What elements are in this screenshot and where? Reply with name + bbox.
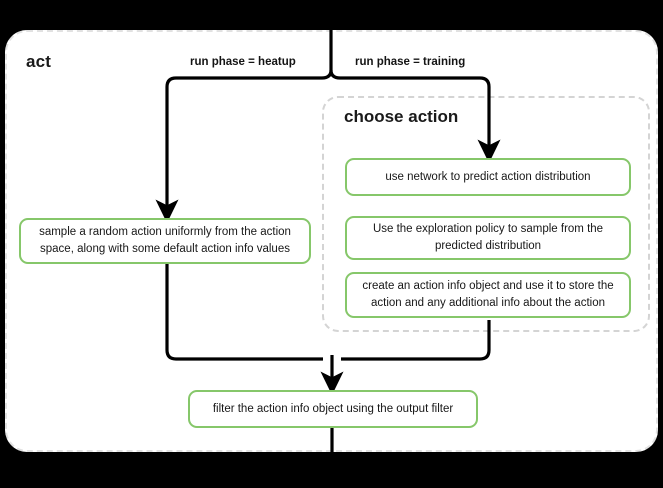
group-choose-action-label: choose action [344,107,459,126]
node-sample-random-action[interactable]: sample a random action uniformly from th… [19,218,311,264]
node-exploration-policy[interactable]: Use the exploration policy to sample fro… [345,216,631,260]
edge-label-training: run phase = training [355,56,466,68]
node-filter-output[interactable]: filter the action info object using the … [188,390,478,428]
node-create-action-info[interactable]: create an action info object and use it … [345,272,631,318]
edge-label-heatup: run phase = heatup [190,56,296,68]
group-act-label: act [26,52,52,71]
node-use-network-predict[interactable]: use network to predict action distributi… [345,158,631,196]
